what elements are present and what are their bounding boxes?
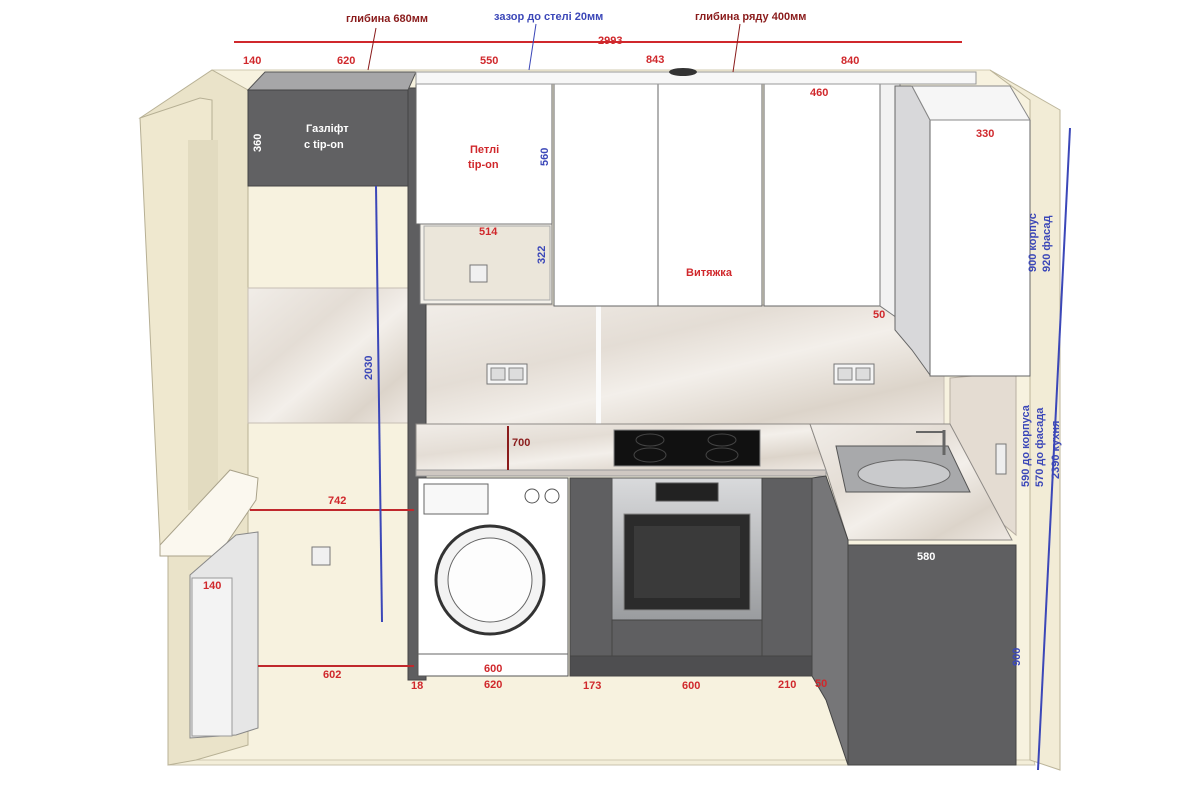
label-hinges-2: tip-on (468, 159, 499, 171)
leader-depth-680 (367, 27, 377, 71)
dim-360: 360 (252, 134, 264, 152)
dim-600-wm: 600 (484, 663, 502, 675)
dim-590-carcass: 590 до корпуса (1020, 404, 1032, 487)
dim-580: 580 (917, 551, 935, 563)
dim-514: 514 (479, 226, 498, 238)
upper-cabinet-2 (553, 83, 659, 307)
window-sill (159, 469, 259, 557)
upper-right-top (911, 85, 1031, 121)
dim-line-2030 (375, 185, 383, 623)
dim-line-2390 (1037, 127, 1071, 771)
gaslift-cabinet (246, 71, 417, 187)
note-row-depth: глибина ряду 400мм (695, 11, 806, 23)
labels: глибина 680мм зазор до стелі 20мм глибин… (203, 11, 1062, 692)
dim-570-facade: 570 до фасада (1034, 407, 1046, 487)
dim-140-top: 140 (243, 55, 261, 67)
dim-900-carcass: 900 корпус (1027, 213, 1039, 272)
upper-cabinet-right (929, 119, 1031, 377)
upper-cabinets (246, 68, 1031, 377)
dim-550-top: 550 (480, 55, 498, 67)
countertop-edge (415, 469, 827, 477)
leader-row-depth (732, 23, 741, 73)
sink (835, 430, 971, 493)
leader-ceiling-gap (528, 23, 537, 71)
right-wall (989, 69, 1061, 771)
base-cabinet-173 (569, 477, 613, 657)
dim-620-bottom: 620 (484, 679, 502, 691)
upper-open-shelf (415, 83, 553, 305)
upper-cabinet-4 (763, 83, 881, 307)
dim-2390-kitchen: 2390 кухня (1050, 421, 1062, 479)
label-gaslift-1: Газліфт (306, 123, 349, 135)
double-socket-1 (486, 363, 528, 385)
dim-50-upper: 50 (873, 309, 885, 321)
dim-742: 742 (328, 495, 346, 507)
dim-843-top: 843 (646, 54, 664, 66)
side-socket (995, 443, 1007, 475)
oven (611, 477, 763, 621)
dim-50-bottom: 50 (815, 678, 827, 690)
dim-140-sill: 140 (203, 580, 221, 592)
dim-920-facade: 920 фасад (1041, 215, 1053, 272)
dim-2030: 2030 (363, 356, 375, 380)
dim-total-width: 2993 (598, 35, 622, 47)
upper-corner-front (894, 85, 931, 377)
washing-machine (417, 477, 569, 677)
oven-drawer (611, 619, 763, 657)
dim-322: 322 (536, 246, 548, 264)
note-depth-680: глибина 680мм (346, 13, 428, 25)
dim-460: 460 (810, 87, 828, 99)
label-hinges-1: Петлі (470, 144, 499, 156)
dim-330: 330 (976, 128, 994, 140)
dim-620-top: 620 (337, 55, 355, 67)
left-outlet (311, 546, 331, 566)
pillar-shadow (188, 140, 218, 510)
label-hood: Витяжка (686, 267, 733, 279)
label-gaslift-2: с tip-on (304, 139, 344, 151)
cooktop (613, 429, 761, 467)
dim-560: 560 (539, 148, 551, 166)
note-ceiling-gap: зазор до стелі 20мм (494, 11, 603, 23)
countertop (415, 423, 1013, 541)
backsplash (247, 287, 1017, 537)
dim-173: 173 (583, 680, 601, 692)
dim-210: 210 (778, 679, 796, 691)
dim-600-oven: 600 (682, 680, 700, 692)
hood-vent (669, 68, 697, 76)
backsplash-seam (596, 305, 601, 425)
base-plinth (569, 655, 827, 677)
radiator (189, 531, 259, 739)
dim-840-top: 840 (841, 55, 859, 67)
dim-900-base: 900 (1011, 648, 1023, 666)
upper-cabinet-3 (657, 83, 763, 307)
dim-602: 602 (323, 669, 341, 681)
double-socket-2 (833, 363, 875, 385)
dim-700: 700 (512, 437, 530, 449)
dimension-lines (234, 23, 1071, 771)
base-cabinets (417, 475, 1017, 766)
sink-cabinet (847, 544, 1017, 766)
dim-18: 18 (411, 680, 423, 692)
base-cabinet-210 (761, 477, 813, 657)
ceiling-strip (415, 71, 977, 85)
backsplash-left (247, 287, 411, 424)
